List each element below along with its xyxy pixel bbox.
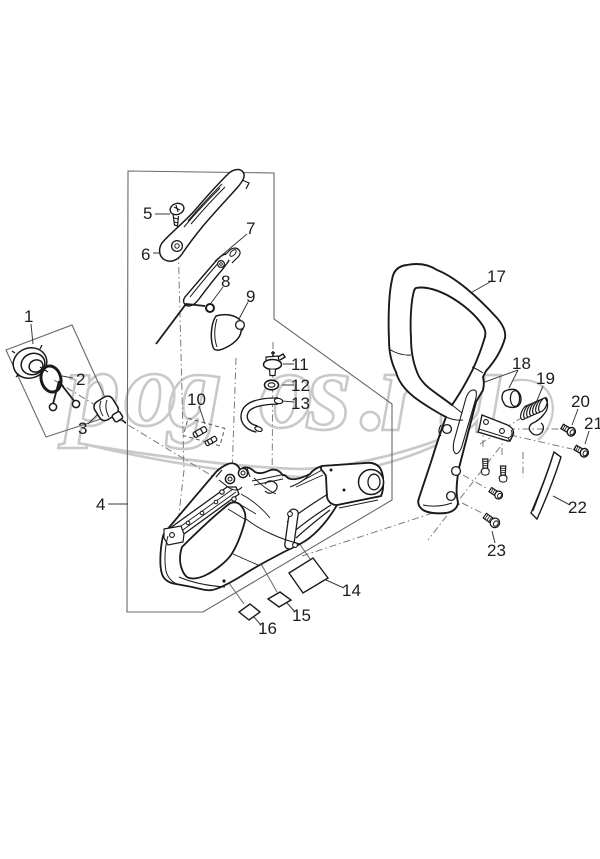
svg-text:21: 21 <box>584 414 600 433</box>
svg-text:15: 15 <box>292 606 311 625</box>
svg-text:22: 22 <box>568 498 587 517</box>
svg-text:20: 20 <box>571 392 590 411</box>
svg-text:s: s <box>306 327 351 454</box>
svg-text:13: 13 <box>291 394 310 413</box>
svg-text:g: g <box>166 331 222 450</box>
svg-text:23: 23 <box>487 541 506 560</box>
svg-text:4: 4 <box>96 495 105 514</box>
svg-text:11: 11 <box>291 355 309 374</box>
svg-text:18: 18 <box>512 354 531 373</box>
svg-text:6: 6 <box>141 245 150 264</box>
svg-text:17: 17 <box>487 267 506 286</box>
svg-text:8: 8 <box>221 272 230 291</box>
svg-text:16: 16 <box>258 619 277 638</box>
svg-text:7: 7 <box>246 219 255 238</box>
svg-text:10: 10 <box>187 390 206 409</box>
svg-text:12: 12 <box>291 376 310 395</box>
svg-text:.: . <box>360 327 389 454</box>
svg-text:o: o <box>124 330 178 449</box>
svg-text:1: 1 <box>24 307 33 326</box>
svg-text:2: 2 <box>76 370 85 389</box>
svg-text:9: 9 <box>246 287 255 306</box>
svg-text:19: 19 <box>536 369 555 388</box>
svg-text:3: 3 <box>78 419 87 438</box>
svg-text:p: p <box>58 330 120 449</box>
svg-text:5: 5 <box>143 204 152 223</box>
svg-text:14: 14 <box>342 581 361 600</box>
svg-text:o: o <box>259 329 314 451</box>
